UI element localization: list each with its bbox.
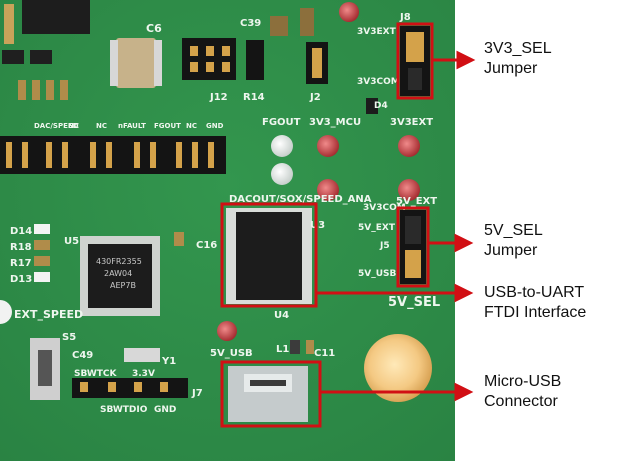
svg-text:AEP7B: AEP7B — [110, 281, 136, 290]
svg-text:430FR2355: 430FR2355 — [96, 257, 142, 266]
callout-boxes — [220, 22, 434, 428]
capacitor-c6 — [116, 38, 156, 88]
led-3v3com — [317, 179, 339, 201]
svg-text:J8: J8 — [399, 12, 411, 23]
arrow-3v3-sel — [456, 50, 476, 70]
svg-text:SBWTCK: SBWTCK — [74, 369, 118, 379]
svg-text:C16: C16 — [196, 240, 217, 251]
svg-text:J5: J5 — [379, 241, 390, 251]
svg-text:3V3COM: 3V3COM — [363, 203, 406, 213]
callout-micro-usb-line1: Micro-USB — [484, 373, 562, 390]
svg-text:C11: C11 — [314, 348, 335, 359]
callout-3v3-sel-line1: 3V3_SEL — [484, 40, 552, 57]
svg-text:GND: GND — [206, 122, 224, 130]
svg-text:R14: R14 — [243, 92, 265, 103]
callout-micro-usb-line2: Connector — [484, 393, 558, 410]
svg-text:5V_USB: 5V_USB — [358, 269, 397, 279]
svg-text:J2: J2 — [309, 92, 321, 103]
component-c2 — [4, 4, 14, 44]
svg-text:Y1: Y1 — [161, 356, 176, 367]
svg-text:C6: C6 — [146, 22, 162, 35]
callout-usb-uart-line2: FTDI Interface — [484, 304, 587, 321]
svg-text:NC: NC — [186, 122, 197, 130]
arrow-micro-usb — [454, 382, 474, 402]
arrow-5v-sel — [454, 233, 474, 253]
svg-text:2AW04: 2AW04 — [104, 269, 132, 278]
callout-3v3-sel: 3V3_SEL Jumper — [484, 39, 552, 79]
svg-text:FGOUT: FGOUT — [154, 122, 181, 130]
svg-text:U4: U4 — [274, 310, 289, 321]
svg-text:U3: U3 — [310, 220, 325, 231]
callout-5v-sel-line2: Jumper — [484, 242, 538, 259]
callout-3v3-sel-line2: Jumper — [484, 60, 538, 77]
led-d13 — [34, 272, 50, 282]
svg-text:GND: GND — [154, 405, 176, 415]
svg-text:R18: R18 — [10, 242, 32, 253]
svg-text:D14: D14 — [10, 226, 32, 237]
mounting-hole — [364, 334, 432, 402]
svg-text:J7: J7 — [191, 388, 203, 399]
svg-text:DACOUT/SOX/SPEED_ANA: DACOUT/SOX/SPEED_ANA — [229, 194, 372, 205]
callout-box-micro-usb — [220, 360, 322, 428]
led-3v3-mcu — [317, 135, 339, 157]
svg-text:D4: D4 — [374, 101, 388, 111]
callout-box-usb-uart — [220, 202, 318, 308]
svg-text:R17: R17 — [10, 258, 32, 269]
header-silk-labels: DAC/SPEED NC NC nFAULT FGOUT NC GND — [34, 122, 224, 130]
arrow-usb-uart — [454, 283, 474, 303]
svg-text:C49: C49 — [72, 350, 93, 361]
svg-text:3V3COM: 3V3COM — [357, 77, 400, 87]
svg-text:S5: S5 — [62, 332, 76, 343]
led-d14 — [34, 224, 50, 234]
svg-text:L1: L1 — [276, 344, 289, 355]
led-3v3ext — [398, 135, 420, 157]
svg-text:U5: U5 — [64, 236, 79, 247]
silkscreen: C6 C39 J12 R14 J2 J8 3V3EXT 3V3COM D4 FG… — [10, 12, 440, 415]
svg-text:nFAULT: nFAULT — [118, 122, 146, 130]
svg-text:3V3EXT: 3V3EXT — [390, 117, 433, 128]
svg-text:DAC/SPEED: DAC/SPEED — [34, 122, 79, 130]
testpoint-fgout — [271, 135, 293, 157]
header-j12 — [182, 38, 236, 80]
u5-marking: 430FR2355 2AW04 AEP7B — [96, 257, 142, 290]
callout-arrows — [316, 50, 476, 402]
header-j7 — [72, 378, 188, 398]
micro-usb-connector — [228, 366, 308, 422]
crystal-y1 — [124, 348, 160, 362]
svg-text:3V3_MCU: 3V3_MCU — [309, 117, 361, 128]
svg-text:NC: NC — [68, 122, 79, 130]
chip-u3-ftdi — [226, 208, 312, 304]
svg-text:J12: J12 — [209, 92, 228, 103]
svg-text:5V_USB: 5V_USB — [210, 348, 253, 359]
svg-text:D13: D13 — [10, 274, 32, 285]
svg-text:SBWTDIO: SBWTDIO — [100, 405, 148, 415]
callout-5v-sel-line1: 5V_SEL — [484, 222, 543, 239]
svg-text:5V_EXT: 5V_EXT — [358, 223, 396, 233]
callout-5v-sel: 5V_SEL Jumper — [484, 221, 543, 261]
chip-top-left — [22, 0, 90, 34]
led-5v-ext — [398, 179, 420, 201]
svg-text:FGOUT: FGOUT — [262, 117, 301, 128]
callout-micro-usb: Micro-USB Connector — [484, 372, 561, 412]
svg-text:5V_EXT: 5V_EXT — [396, 196, 437, 207]
callout-usb-uart: USB-to-UART FTDI Interface — [484, 283, 586, 323]
testpoint-dacout — [271, 163, 293, 185]
chip-u5 — [80, 236, 160, 316]
led-5v-usb — [217, 321, 237, 341]
svg-text:3V3EXT: 3V3EXT — [357, 27, 397, 37]
callout-box-5v-sel — [396, 206, 430, 288]
header-row-signals — [0, 136, 226, 174]
svg-text:EXT_SPEED: EXT_SPEED — [14, 308, 83, 321]
svg-text:NC: NC — [96, 122, 107, 130]
svg-text:C39: C39 — [240, 18, 261, 29]
callout-usb-uart-line1: USB-to-UART — [484, 284, 585, 301]
svg-text:3.3V: 3.3V — [132, 369, 155, 379]
svg-text:5V_SEL: 5V_SEL — [388, 295, 440, 310]
